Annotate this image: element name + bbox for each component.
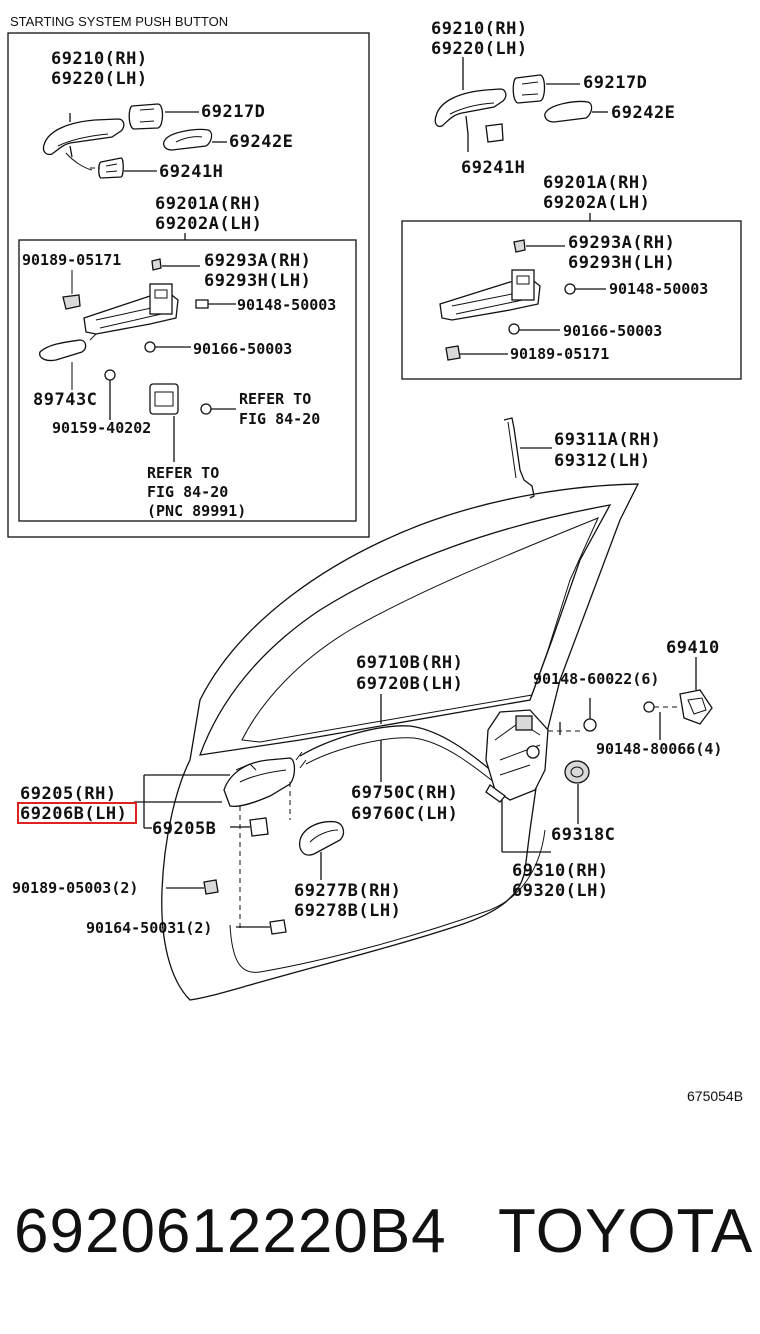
door-lock-assembly-drawing <box>485 698 597 853</box>
label-90148-60022: 90148-60022(6) <box>533 670 659 688</box>
label-69310: 69310(RH) <box>512 861 609 881</box>
part-number-footer: 6920612220B4 TOYOTA <box>14 1196 754 1276</box>
label-69201a-inset: 69201A(RH) <box>155 194 262 214</box>
inside-handle-drawing <box>134 757 296 930</box>
label-69750c: 69750C(RH) <box>351 783 458 803</box>
label-90166-50003-right: 90166-50003 <box>563 322 662 340</box>
lock-cables-drawing <box>295 694 505 791</box>
label-69242e-right: 69242E <box>611 103 675 123</box>
handle-cover-drawing <box>298 820 345 880</box>
label-69320: 69320(LH) <box>512 881 609 901</box>
label-90189-05171-right: 90189-05171 <box>510 345 609 363</box>
handle-cap-69217d-inset <box>128 103 199 130</box>
grommet-69318c-drawing <box>564 760 590 824</box>
outer-handle-drawing-right <box>434 57 507 152</box>
handle-cap-69217d-right <box>512 74 580 104</box>
label-90189-05171-inset: 90189-05171 <box>22 251 121 269</box>
inset-frame-right <box>401 220 742 380</box>
label-69293a-inset: 69293A(RH) <box>204 251 311 271</box>
label-69241h-right: 69241H <box>461 158 525 178</box>
label-90148-50003-inset: 90148-50003 <box>237 296 336 314</box>
label-90159-40202: 90159-40202 <box>52 419 151 437</box>
label-69205-rh: 69205(RH) <box>20 784 117 804</box>
label-69220-right: 69220(LH) <box>431 39 528 59</box>
handle-frame-mechanism-right <box>439 239 606 361</box>
label-69201a-right: 69201A(RH) <box>543 173 650 193</box>
label-69410: 69410 <box>666 638 720 658</box>
label-69217d-inset: 69217D <box>201 102 265 122</box>
label-69760c: 69760C(LH) <box>351 804 458 824</box>
label-69312: 69312(LH) <box>554 451 651 471</box>
label-69210-inset: 69210(RH) <box>51 49 148 69</box>
label-69720b: 69720B(LH) <box>356 674 463 694</box>
pad-69242e-right <box>544 100 608 123</box>
clip-69205b-drawing <box>230 817 269 837</box>
label-90166-50003-inset: 90166-50003 <box>193 340 292 358</box>
inset-subframe-left <box>18 239 357 522</box>
label-69278b: 69278B(LH) <box>294 901 401 921</box>
label-69210-right: 69210(RH) <box>431 19 528 39</box>
pad-69241h-inset <box>90 157 157 179</box>
door-outline <box>161 483 640 1001</box>
label-69241h-inset: 69241H <box>159 162 223 182</box>
label-69293h-right: 69293H(LH) <box>568 253 675 273</box>
label-69293h-inset: 69293H(LH) <box>204 271 311 291</box>
part-number: 6920612220B4 <box>14 1197 447 1266</box>
lock-rod-drawing <box>503 417 552 499</box>
label-69318c: 69318C <box>551 825 615 845</box>
label-69217d-right: 69217D <box>583 73 647 93</box>
label-69710b: 69710B(RH) <box>356 653 463 673</box>
label-90189-05003: 90189-05003(2) <box>12 879 138 897</box>
fastener-90189-05003 <box>166 879 219 895</box>
label-fig-84-20-2: FIG 84-20 <box>147 483 228 501</box>
label-69277b: 69277B(RH) <box>294 881 401 901</box>
label-refer-to-2: REFER TO <box>147 464 219 482</box>
label-refer-to-1: REFER TO <box>239 390 311 408</box>
label-69311a: 69311A(RH) <box>554 430 661 450</box>
fastener-90164-50031 <box>236 919 287 935</box>
label-89743c: 89743C <box>33 390 97 410</box>
brand-name: TOYOTA <box>498 1197 754 1266</box>
label-90148-50003-right: 90148-50003 <box>609 280 708 298</box>
label-90148-80066: 90148-80066(4) <box>596 740 722 758</box>
door-striker-drawing <box>643 657 713 740</box>
label-pnc-89991: (PNC 89991) <box>147 502 246 520</box>
outer-handle-drawing-inset <box>42 113 125 171</box>
label-69202a-right: 69202A(LH) <box>543 193 650 213</box>
label-69293a-right: 69293A(RH) <box>568 233 675 253</box>
inset-title: STARTING SYSTEM PUSH BUTTON <box>10 14 228 29</box>
label-69206b-lh[interactable]: 69206B(LH) <box>20 804 127 824</box>
handle-frame-mechanism-inset <box>39 258 236 462</box>
label-69205b: 69205B <box>152 819 216 839</box>
label-69220-inset: 69220(LH) <box>51 69 148 89</box>
label-69242e-inset: 69242E <box>229 132 293 152</box>
highlight-box-69206b <box>17 802 137 824</box>
label-fig-84-20-1: FIG 84-20 <box>239 410 320 428</box>
pad-69242e-inset <box>163 128 227 151</box>
label-69202a-inset: 69202A(LH) <box>155 214 262 234</box>
label-90164-50031: 90164-50031(2) <box>86 919 212 937</box>
illustration-reference-code: 675054B <box>687 1088 743 1104</box>
inset-frame-left <box>7 32 370 538</box>
